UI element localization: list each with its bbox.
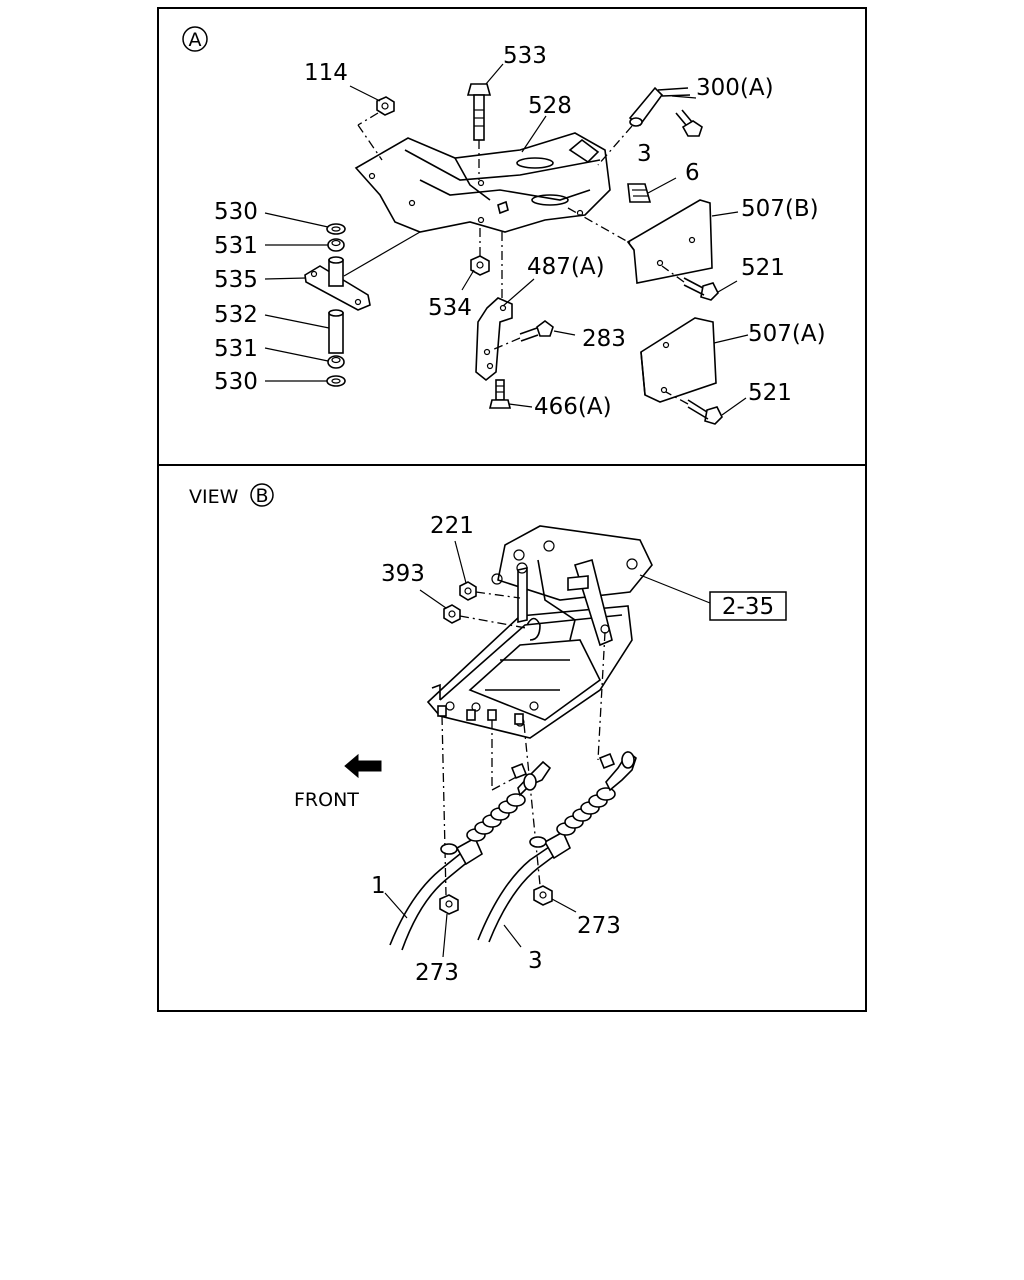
view-word: VIEW [189,486,239,508]
label-533: 533 [503,43,547,69]
leader-lines-b [384,540,577,958]
label-531-bottom: 531 [214,336,258,362]
label-273-right: 273 [577,913,621,939]
label-3: 3 [637,141,652,167]
spacer-531-top [327,238,345,252]
spacer-531-bottom [327,355,345,369]
washer-530-top [326,223,346,235]
label-532: 532 [214,302,258,328]
panel-b: VIEW B [189,483,787,986]
cable-1 [389,760,552,951]
diagram-frame [157,7,867,1012]
label-1: 1 [371,873,386,899]
label-535: 535 [214,267,258,293]
label-531-top: 531 [214,233,258,259]
nut-114 [357,96,395,161]
label-507b: 507(B) [741,196,819,222]
nut-393 [443,604,527,629]
label-221: 221 [430,513,474,539]
label-528: 528 [528,93,572,119]
bracket-487a [475,232,513,382]
label-393: 393 [381,561,425,587]
label-521-bottom: 521 [748,380,792,406]
bolt-300a [675,109,703,137]
label-300a: 300(A) [696,75,774,101]
bracket-528 [354,132,611,233]
labels-b: 221 393 1 3 273 273 [371,513,621,986]
clip-6 [627,183,652,203]
label-466a: 466(A) [534,394,612,420]
labels-a: 114 533 528 300(A) 3 6 507(B) 530 531 53… [214,43,826,420]
sleeve-532 [328,309,344,354]
bolt-521-bottom [665,391,723,425]
bolt-466a [488,379,512,409]
label-6: 6 [685,160,700,186]
pedal-bracket-assembly [426,525,653,739]
label-507a: 507(A) [748,321,826,347]
panel-a-marker: A [182,26,208,52]
bolt-521-top [661,265,719,301]
label-530-bottom: 530 [214,369,258,395]
nut-273-right [533,885,553,906]
label-534: 534 [428,295,472,321]
label-530-top: 530 [214,199,258,225]
ref-box-2-35: 2-35 [639,574,787,621]
label-114: 114 [304,60,348,86]
view-b-heading: VIEW B [189,483,274,508]
nut-534 [470,228,490,276]
ref-box-label: 2-35 [722,594,774,620]
pin-3 [597,86,691,166]
nut-221 [459,581,521,601]
cable-3 [477,750,637,943]
label-487a: 487(A) [527,254,605,280]
panel-a: A [182,26,826,425]
bolt-283 [491,320,554,351]
panel-a-marker-letter: A [189,29,202,51]
front-label: FRONT [294,789,359,811]
cover-507a [640,317,717,403]
washer-530-bottom [326,375,346,387]
label-283: 283 [582,326,626,352]
leader-lines-a [264,63,749,416]
front-arrow-icon [344,753,382,779]
label-273-left: 273 [415,960,459,986]
lever-535 [304,231,421,311]
bolt-533 [466,83,492,180]
nut-273-left [439,894,459,915]
view-b-marker-letter: B [255,485,268,507]
cover-507b [567,199,713,284]
label-3-b: 3 [528,948,543,974]
label-521-top: 521 [741,255,785,281]
